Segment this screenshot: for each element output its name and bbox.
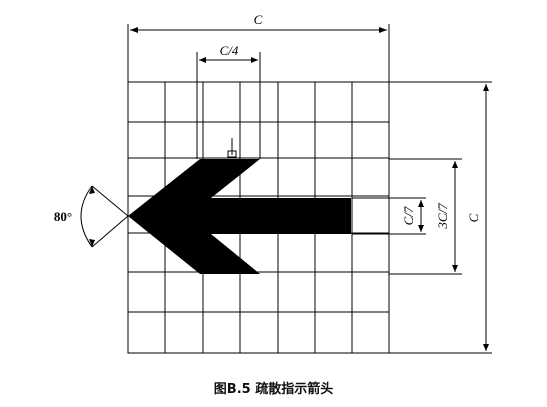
label-angle: 80° bbox=[54, 209, 72, 224]
right-extensions bbox=[352, 81, 492, 354]
dimension-right-c bbox=[483, 84, 489, 351]
label-quarter: C/4 bbox=[220, 43, 239, 58]
small-marker bbox=[227, 138, 237, 158]
dimension-quarter bbox=[196, 52, 261, 159]
dimension-three-sevenths bbox=[452, 161, 458, 272]
label-seventh: C/7 bbox=[401, 206, 416, 225]
dimension-seventh bbox=[418, 200, 424, 232]
angle-indicator bbox=[80, 185, 129, 248]
arrow-shape bbox=[128, 159, 351, 274]
label-top-c: C bbox=[254, 12, 263, 27]
grid-border bbox=[127, 81, 390, 354]
label-right-c: C bbox=[466, 213, 481, 222]
label-three-sevenths: 3C/7 bbox=[435, 203, 450, 230]
figure-caption: 图B.5 疏散指示箭头 bbox=[213, 382, 334, 397]
dimension-top-c bbox=[127, 24, 390, 82]
